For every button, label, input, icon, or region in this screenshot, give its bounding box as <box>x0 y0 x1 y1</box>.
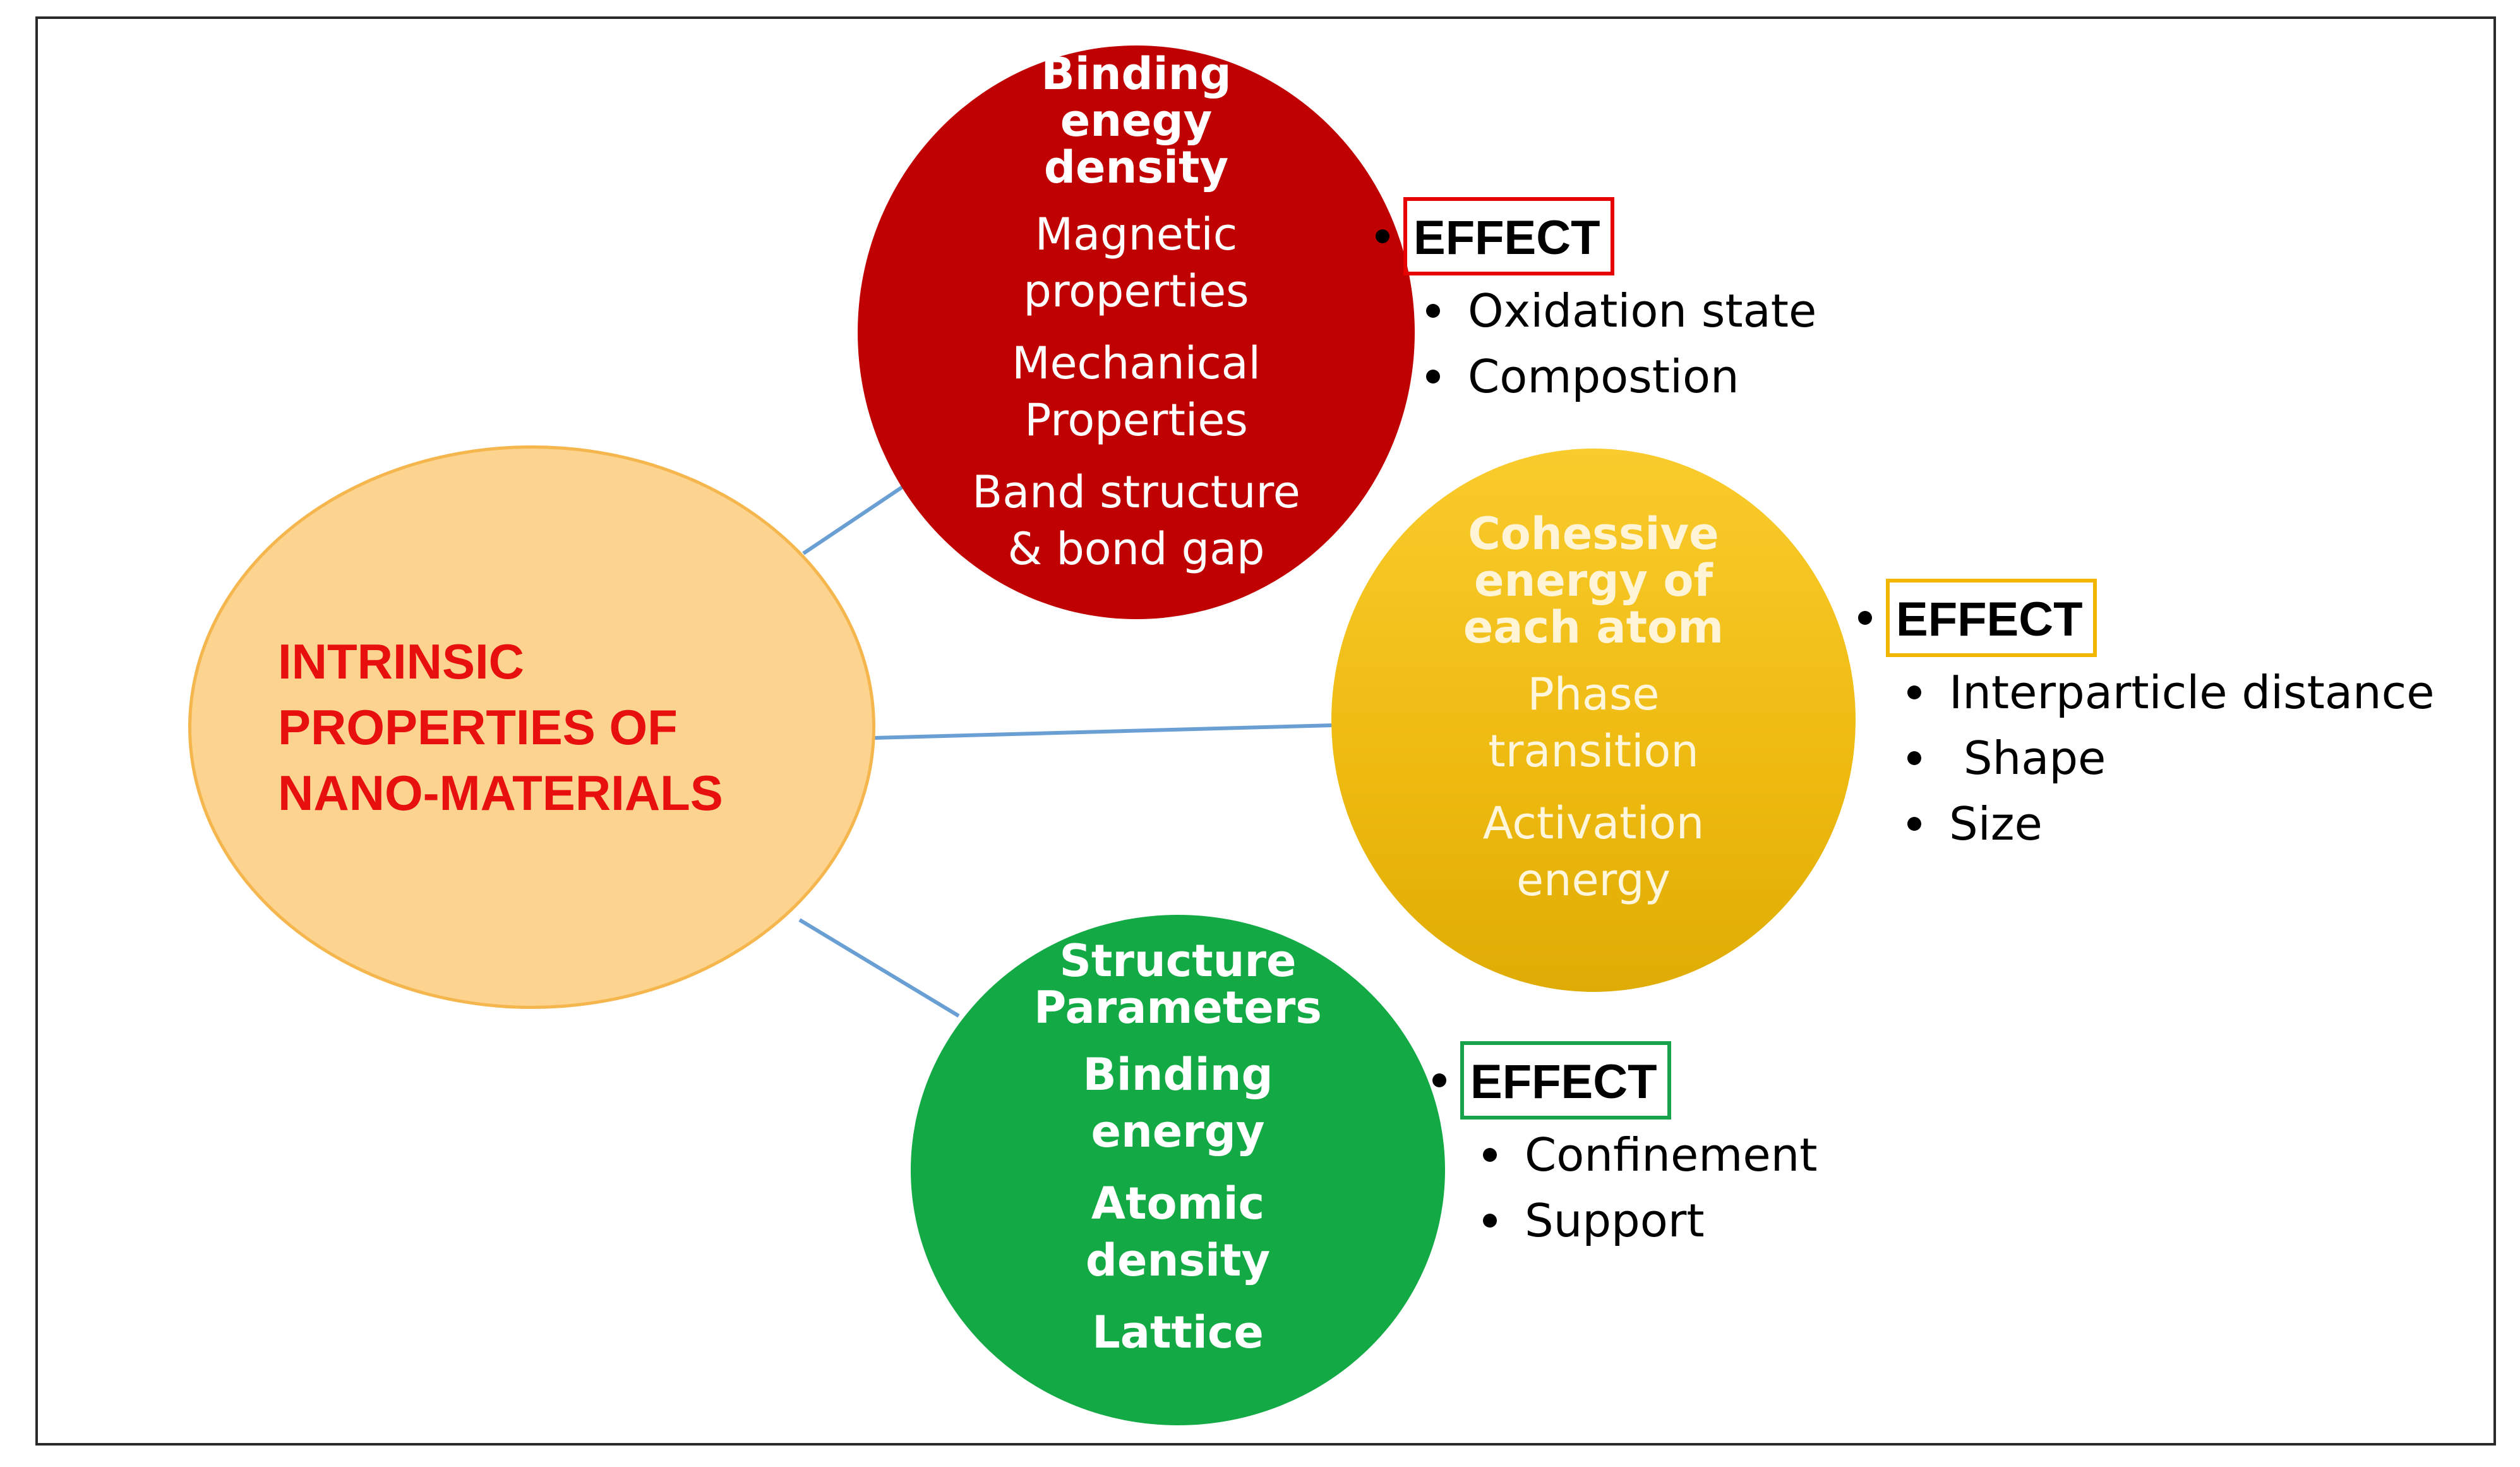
bullet-icon <box>1483 1214 1497 1228</box>
structure-parameters-node: Structure Parameters Binding energy Atom… <box>911 915 1445 1425</box>
effect-item-text: Confinement <box>1525 1128 1818 1181</box>
node-item: Magnetic properties <box>1023 208 1249 317</box>
effect-item: Shape <box>1907 725 2435 791</box>
effect-item: Support <box>1483 1188 1818 1253</box>
binding-energy-density-node: Binding enegy density Magnetic propertie… <box>858 45 1415 619</box>
bullet-icon <box>1907 751 1921 765</box>
effect-item-text: Oxidation state <box>1468 284 1817 337</box>
center-node <box>188 445 875 1009</box>
node-item: Binding energy <box>1083 1049 1273 1157</box>
effect-item-text: Interparticle distance <box>1949 666 2435 719</box>
effect-label: EFFECT <box>1403 197 1614 275</box>
effect-block-yellow: EFFECT Interparticle distance Shape Size <box>1858 579 2435 857</box>
center-label: INTRINSIC PROPERTIES OF NANO-MATERIALS <box>278 634 723 821</box>
effect-block-red: EFFECT Oxidation state Compostion <box>1376 197 1816 409</box>
effect-item: Size <box>1907 791 2435 857</box>
node-item: Atomic density <box>1085 1178 1271 1286</box>
effect-item-text: Shape <box>1949 732 2106 785</box>
node-content: Cohessive energy of each atom Phase tran… <box>1331 510 1856 909</box>
connector-green <box>798 918 960 1018</box>
effect-item-text: Compostion <box>1468 350 1739 403</box>
node-item: Activation energy <box>1482 797 1705 906</box>
bullet-icon <box>1426 304 1440 318</box>
effect-item-text: Size <box>1949 797 2043 850</box>
diagram-frame <box>35 16 2496 1446</box>
bullet-icon <box>1907 685 1921 699</box>
effect-item: Oxidation state <box>1426 278 1816 344</box>
effect-item: Interparticle distance <box>1907 660 2435 725</box>
effect-label: EFFECT <box>1460 1041 1671 1120</box>
node-content: Binding enegy density Magnetic propertie… <box>858 51 1415 577</box>
effect-item-text: Support <box>1525 1194 1705 1247</box>
bullet-icon <box>1376 229 1389 243</box>
node-item: Lattice <box>1092 1307 1264 1358</box>
bullet-icon <box>1483 1148 1497 1162</box>
effect-heading: EFFECT <box>1858 579 2435 657</box>
effect-item: Compostion <box>1426 344 1816 409</box>
cohesive-energy-node: Cohessive energy of each atom Phase tran… <box>1331 449 1856 992</box>
node-item: Phase transition <box>1488 668 1699 777</box>
bullet-icon <box>1432 1073 1446 1087</box>
effect-block-green: EFFECT Confinement Support <box>1432 1041 1818 1253</box>
node-title: Structure Parameters <box>1034 935 1322 1034</box>
node-title: Cohessive energy of each atom <box>1463 508 1724 653</box>
effect-label: EFFECT <box>1886 579 2097 657</box>
node-item: Mechanical Properties <box>1012 337 1261 446</box>
bullet-icon <box>1426 370 1440 383</box>
bullet-icon <box>1858 611 1872 625</box>
effect-heading: EFFECT <box>1432 1041 1818 1120</box>
effect-item: Confinement <box>1483 1122 1818 1188</box>
effect-heading: EFFECT <box>1376 197 1816 275</box>
effect-list: Confinement Support <box>1483 1122 1818 1253</box>
connector-yellow <box>873 723 1333 740</box>
effect-list: Oxidation state Compostion <box>1426 278 1816 409</box>
bullet-icon <box>1907 817 1921 831</box>
node-item: Band structure & bond gap <box>972 466 1300 575</box>
effect-list: Interparticle distance Shape Size <box>1907 660 2435 857</box>
node-title: Binding enegy density <box>1041 48 1232 193</box>
node-content: Structure Parameters Binding energy Atom… <box>911 938 1445 1361</box>
connector-red <box>802 485 904 555</box>
